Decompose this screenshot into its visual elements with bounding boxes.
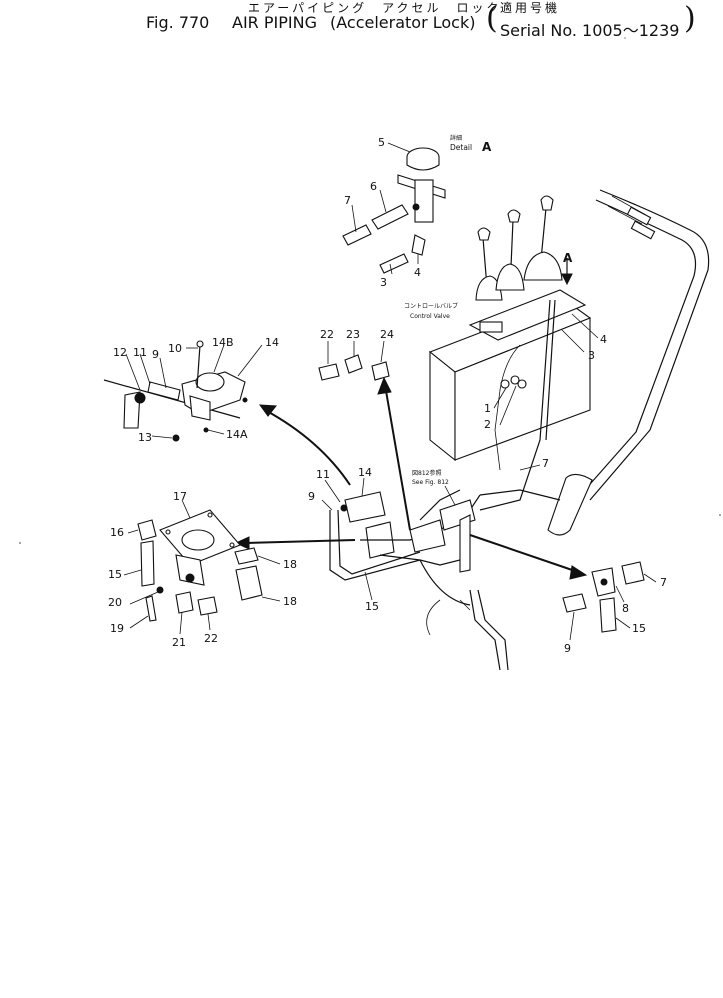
callout-number: 7 — [660, 576, 667, 589]
callout-number: 14 — [265, 336, 279, 349]
callout-number: 15 — [632, 622, 646, 635]
callout-number: 3 — [380, 276, 387, 289]
callout-number: 24 — [380, 328, 394, 341]
callout-number: 12 — [113, 346, 127, 359]
callout-number: 10 — [168, 342, 182, 355]
callout-number: 18 — [283, 558, 297, 571]
detail-letter: A — [482, 140, 492, 154]
valve-mount-assembly: 17 16 15 20 19 21 22 18 18 — [108, 490, 297, 649]
callout-number: 4 — [600, 333, 607, 346]
detail-jp-label: 詳細 — [450, 134, 462, 142]
callout-number: 16 — [110, 526, 124, 539]
valve-port — [412, 203, 420, 211]
callout-number: 15 — [365, 600, 379, 613]
hose-part-22-lower — [197, 596, 218, 616]
callout-number: 20 — [108, 596, 122, 609]
callout-number: 17 — [173, 490, 187, 503]
callout-number: 11 — [133, 346, 147, 359]
bolt-part-12 — [196, 344, 201, 389]
figure-title: AIR PIPING — [232, 13, 317, 32]
fittings-22-23-24: 22 23 24 — [318, 328, 394, 381]
serial-open-bracket: ( — [486, 1, 498, 36]
callout-number: 11 — [316, 468, 330, 481]
callout-number: 3 — [588, 349, 595, 362]
hose-part-18 — [235, 565, 263, 601]
hose-part-15-lower — [599, 597, 617, 633]
bolt-part-19 — [145, 595, 157, 622]
callout-number: 15 — [108, 568, 122, 581]
valve-part-14-installed — [344, 491, 386, 523]
callout-number: 14 — [358, 466, 372, 479]
nut-part-24 — [371, 361, 390, 381]
japanese-serial-label: 適用号機 — [500, 1, 561, 15]
knob-body — [406, 157, 440, 171]
japanese-title: エアーパイピング アクセル ロック — [248, 1, 502, 15]
callout-number: 8 — [622, 602, 629, 615]
elbow-part-16 — [137, 519, 157, 541]
callout-number: 7 — [542, 457, 549, 470]
callout-number: 1 — [484, 402, 491, 415]
serial-close-bracket: ) — [684, 1, 696, 36]
elbow-part-4 — [411, 234, 426, 256]
hose-part-9 — [562, 593, 587, 613]
see-fig-label: See Fig. 812 — [412, 479, 449, 486]
see-fig-jp-label: 図812参照 — [412, 469, 441, 477]
callout-number: 22 — [204, 632, 218, 645]
callout-number: 6 — [370, 180, 377, 193]
hose-part-7-lower — [621, 561, 645, 585]
detail-a-assembly: 詳細 Detail A 5 6 7 — [342, 134, 492, 289]
figure-number: Fig. 770 — [146, 13, 210, 32]
callout-number: 14A — [226, 428, 248, 441]
serial-range: Serial No. 1005～1239 — [500, 21, 680, 40]
arrow-a-letter: A — [563, 251, 573, 265]
callout-number: 14B — [212, 336, 234, 349]
fitting-part-6 — [371, 204, 409, 230]
callout-number: 7 — [344, 194, 351, 207]
main-piping-harness: 図812参照 See Fig. 812 11 14 9 15 — [308, 466, 561, 671]
washer-part-20 — [156, 586, 164, 594]
callout-number: 18 — [283, 595, 297, 608]
callout-number: 22 — [320, 328, 334, 341]
figure-subtitle: (Accelerator Lock) — [330, 13, 476, 32]
callout-number: 13 — [138, 431, 152, 444]
elbow-part-23 — [344, 354, 363, 374]
control-valve-label: Control Valve — [410, 313, 450, 320]
detail-label: Detail — [450, 143, 472, 152]
callout-number: 23 — [346, 328, 360, 341]
elbow-part-21 — [175, 591, 194, 614]
hose-part-22 — [318, 363, 340, 381]
hose-part-3 — [379, 253, 409, 274]
hose-part-15 — [140, 540, 155, 587]
tee-fitting-assembly: 7 8 9 15 — [562, 561, 667, 655]
boom-hose — [547, 189, 710, 536]
callout-number: 9 — [308, 490, 315, 503]
solenoid-valve-assembly: 12 11 9 10 14B 14 13 14A — [103, 336, 279, 444]
hose-part-7 — [342, 224, 372, 246]
callout-number: 9 — [152, 348, 159, 361]
reference-arrows — [234, 376, 588, 580]
control-valve-jp-label: コントロールバルブ — [404, 302, 458, 310]
callout-number: 19 — [110, 622, 124, 635]
callout-number: 21 — [172, 636, 186, 649]
control-valve-assembly: A コントロールバルブ Control Valve 4 3 1 2 7 — [404, 195, 607, 511]
valve-body — [414, 179, 434, 223]
callout-number: 2 — [484, 418, 491, 431]
callout-number: 4 — [414, 266, 421, 279]
callout-number: 9 — [564, 642, 571, 655]
callout-number: 5 — [378, 136, 385, 149]
